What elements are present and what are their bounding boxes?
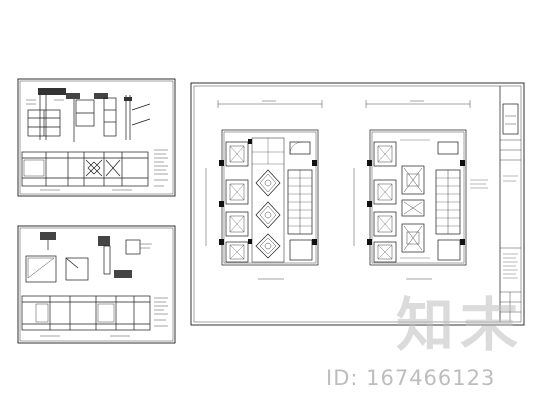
sheet-notes-bottom xyxy=(40,297,168,337)
watermark-id: ID: 167466123 xyxy=(326,366,496,390)
lobby-panel-pattern xyxy=(400,139,430,259)
ceiling-detail-group xyxy=(25,232,152,283)
detail-sheet-bottom xyxy=(17,225,176,344)
title-block xyxy=(499,86,521,322)
elevator-cars-left xyxy=(225,141,249,263)
stair-right-plan xyxy=(435,169,461,235)
wall-elevation xyxy=(21,151,149,187)
left-elevator-lobby-plan xyxy=(205,100,323,280)
detail-sheet-top xyxy=(17,78,176,197)
sheet-notes xyxy=(40,149,168,191)
section-detail-group xyxy=(26,88,151,142)
right-elevator-lobby-plan xyxy=(353,100,488,280)
lobby-floor-pattern xyxy=(251,137,285,263)
stair-left-plan xyxy=(287,169,313,235)
bottom-elevation xyxy=(21,295,151,331)
main-sheet xyxy=(190,82,525,326)
elevator-cars-right xyxy=(373,141,397,263)
